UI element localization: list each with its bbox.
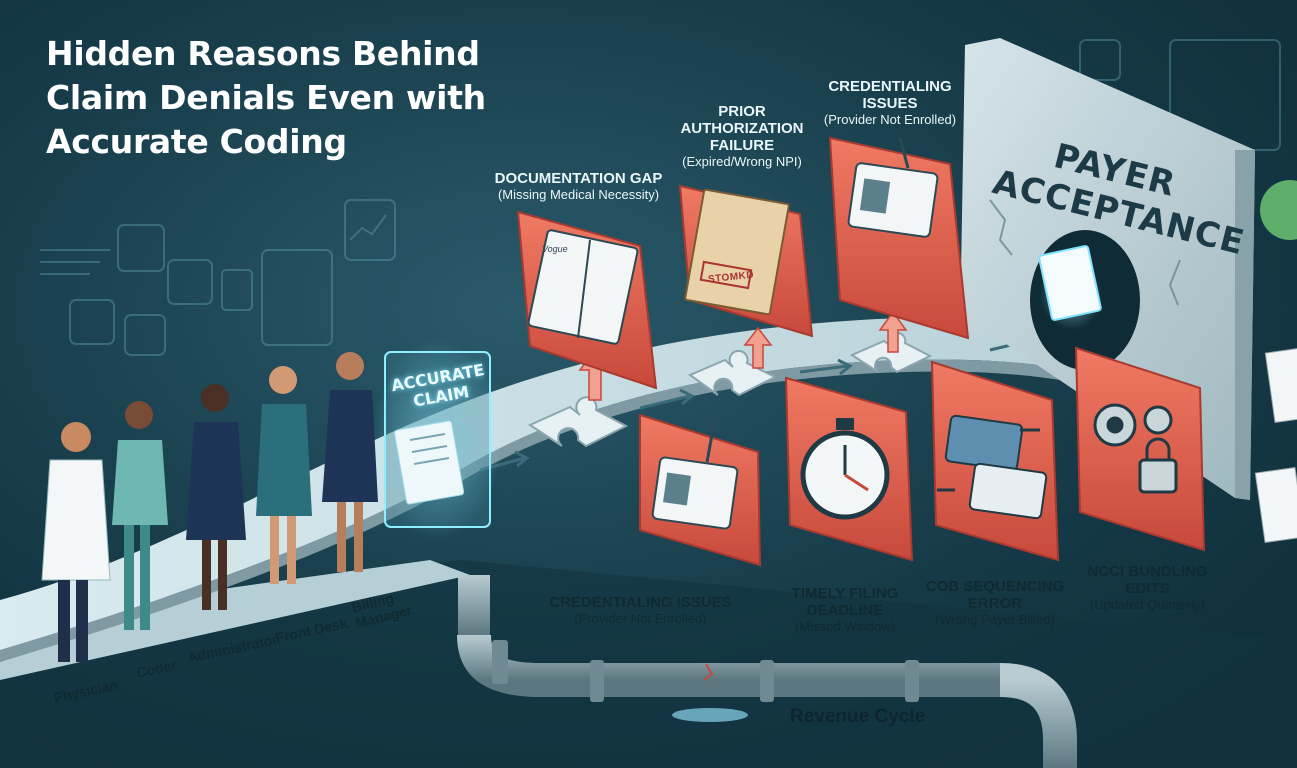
- cob-sequencing-head: COB SEQUENCING ERROR: [925, 578, 1065, 612]
- notebook: [527, 229, 639, 345]
- stopwatch: [800, 418, 890, 520]
- documentation-gap-head: DOCUMENTATION GAP: [494, 170, 663, 187]
- timely-filing-label: TIMELY FILING DEADLINE (Missed Window): [780, 585, 910, 635]
- coder-figure: [112, 401, 168, 630]
- background-ui-icons: [40, 39, 1281, 356]
- front-desk-figure: [256, 366, 312, 584]
- administrator-figure: [186, 384, 246, 610]
- page-title: Hidden Reasons Behind Claim Denials Even…: [46, 34, 486, 161]
- prior-auth-document: [684, 188, 790, 316]
- timely-filing-head: TIMELY FILING DEADLINE: [791, 585, 899, 619]
- documentation-gap-label: DOCUMENTATION GAP (Missing Medical Neces…: [486, 170, 671, 203]
- documentation-gap-sub: (Missing Medical Necessity): [497, 187, 660, 202]
- ncci-bundling-label: NCCI BUNDLING EDITS (Updated Quarterly): [1080, 563, 1215, 613]
- credentialing-top-sub: (Provider Not Enrolled): [823, 112, 957, 127]
- revenue-pipes: [457, 575, 1297, 768]
- prior-auth-head: PRIOR AUTHORIZATION FAILURE: [680, 103, 804, 154]
- claim-path: [0, 317, 1120, 650]
- timely-filing-sub: (Missed Window): [795, 619, 895, 634]
- revenue-cycle-label: Revenue Cycle: [790, 706, 926, 727]
- denied-paper-stacks: [1254, 180, 1297, 544]
- prior-auth-sub: (Expired/Wrong NPI): [682, 154, 802, 169]
- cob-sequencing-label: COB SEQUENCING ERROR (Wrong Payer Billed…: [925, 578, 1065, 628]
- prior-auth-label: PRIOR AUTHORIZATION FAILURE (Expired/Wro…: [672, 103, 812, 170]
- credentialing-bottom-head: CREDENTIALING ISSUES: [549, 594, 732, 611]
- ncci-bundling-head: NCCI BUNDLING EDITS: [1087, 563, 1208, 597]
- notebook-label: Vogue: [542, 244, 568, 254]
- ncci-bundling-sub: (Updated Quarterly): [1090, 597, 1205, 612]
- billing-manager-figure: [322, 352, 378, 572]
- credentialing-top-label: CREDENTIALING ISSUES (Provider Not Enrol…: [815, 78, 965, 128]
- team-figures: [41, 352, 378, 662]
- cob-sequencing-sub: (Wrong Payer Billed): [935, 612, 1055, 627]
- left-platform: [0, 560, 470, 680]
- credentialing-bottom-label: CREDENTIALING ISSUES (Provider Not Enrol…: [548, 594, 733, 627]
- claim-document-at-wall: [1038, 245, 1102, 321]
- physician-figure: [41, 422, 111, 662]
- credentialing-top-head: CREDENTIALING ISSUES: [828, 78, 952, 112]
- payment-cards: [937, 414, 1048, 520]
- gears-and-lock: [1093, 403, 1178, 494]
- credentialing-bottom-sub: (Provider Not Enrolled): [574, 611, 707, 626]
